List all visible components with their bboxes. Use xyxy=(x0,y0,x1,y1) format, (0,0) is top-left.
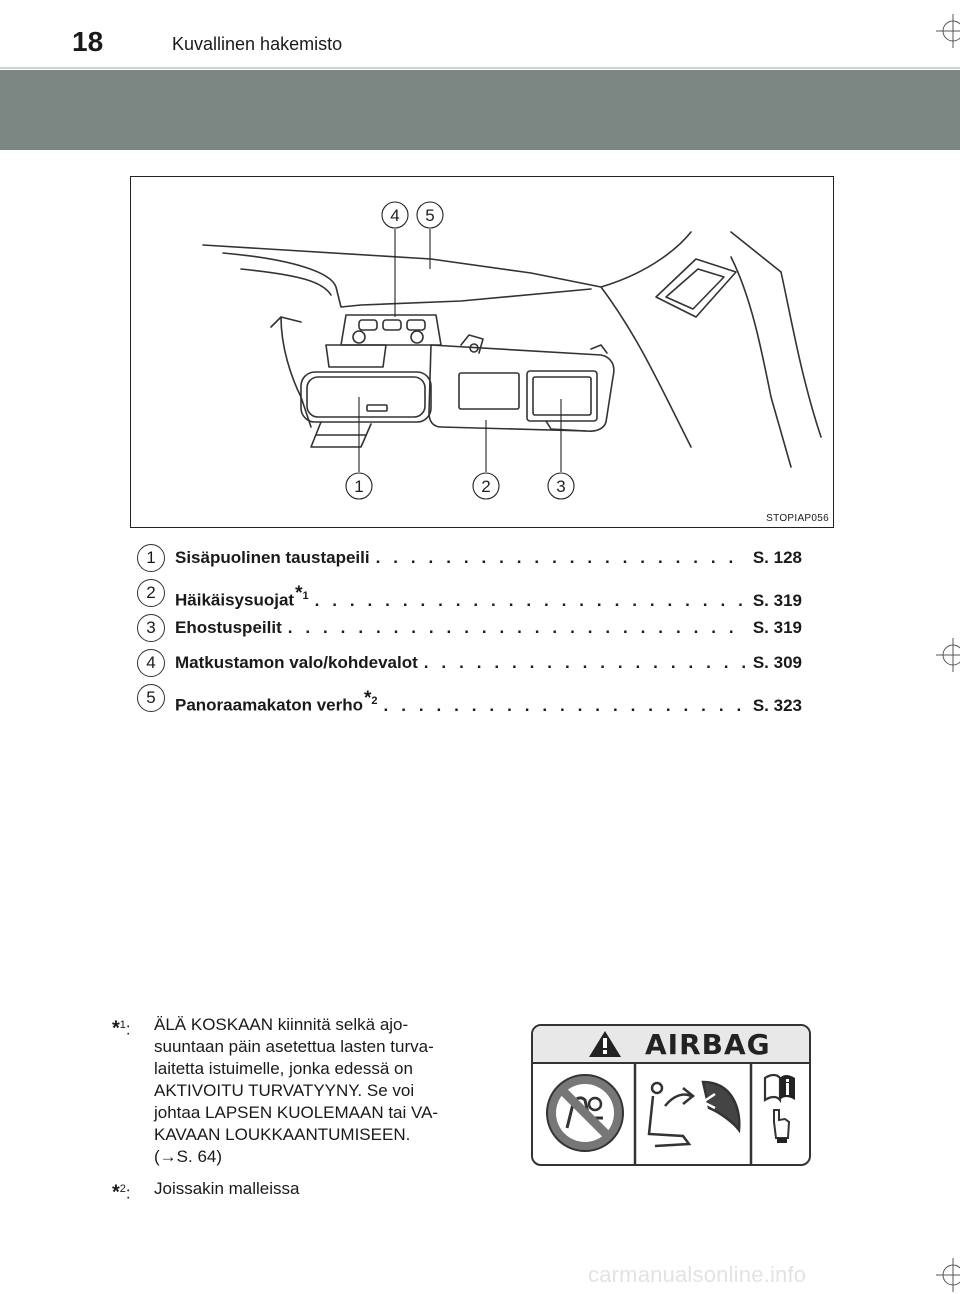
item-number: 3 xyxy=(137,614,165,642)
callout-1: 1 xyxy=(345,472,373,500)
svg-text:2: 2 xyxy=(481,477,490,496)
dot-leader xyxy=(288,618,747,638)
registration-mark-icon xyxy=(936,1258,960,1292)
page-reference[interactable]: S. 319 xyxy=(752,590,802,610)
footnote-ref: 1 xyxy=(302,590,309,602)
index-list: 1 Sisäpuolinen taustapeili S. 128 2 Häik… xyxy=(137,542,802,717)
footnote-line: johtaa LAPSEN KUOLEMAAN tai VA- xyxy=(154,1103,439,1122)
airbag-warning-label: AIRBAG xyxy=(531,1024,811,1166)
footnote-line: suuntaan päin asetettua lasten turva- xyxy=(154,1037,434,1056)
header-gray-band xyxy=(0,70,960,150)
item-label: Panoraamakaton verho*2 xyxy=(175,688,378,715)
item-number: 5 xyxy=(137,684,165,712)
footnote-mark: *1: xyxy=(112,1017,131,1040)
registration-mark-icon xyxy=(936,14,960,48)
footnote-line: Joissakin malleissa xyxy=(154,1179,300,1198)
footnote-page-link[interactable]: (→S. 64) xyxy=(154,1147,223,1166)
seat-airbag-deploy-icon xyxy=(647,1080,741,1148)
footnote-line: AKTIVOITU TURVATYYNY. Se voi xyxy=(154,1081,415,1100)
svg-text:5: 5 xyxy=(425,206,434,225)
footnote-1: *1: ÄLÄ KOSKAAN kiinnitä selkä ajo- suun… xyxy=(112,1014,512,1168)
page-reference[interactable]: S. 309 xyxy=(752,653,802,672)
read-manual-icon xyxy=(763,1073,795,1143)
index-item: 5 Panoraamakaton verho*2 S. 323 xyxy=(137,682,802,717)
footnote-mark: *2: xyxy=(112,1181,131,1204)
no-rear-facing-child-seat-icon xyxy=(546,1074,624,1152)
interior-illustration: 4 5 1 2 3 STOPIAP056 xyxy=(130,176,834,528)
item-number: 2 xyxy=(137,579,165,607)
header-divider xyxy=(0,67,960,69)
index-item: 2 Häikäisysuojat*1 S. 319 xyxy=(137,577,802,612)
footnote-ref: 2 xyxy=(371,695,378,707)
dot-leader xyxy=(376,548,747,568)
item-number: 1 xyxy=(137,544,165,572)
page-reference[interactable]: S. 128 xyxy=(752,548,802,567)
page-header: 18 Kuvallinen hakemisto xyxy=(0,0,960,70)
dot-leader xyxy=(384,696,747,716)
callout-4: 4 xyxy=(381,201,409,229)
callout-2: 2 xyxy=(472,472,500,500)
item-label: Sisäpuolinen taustapeili xyxy=(175,548,370,567)
item-label: Häikäisysuojat*1 xyxy=(175,583,309,610)
footnote-line: KAVAAN LOUKKAANTUMISEEN. xyxy=(154,1125,411,1144)
index-item: 4 Matkustamon valo/kohdevalot S. 309 xyxy=(137,647,802,682)
figure-code: STOPIAP056 xyxy=(766,513,829,524)
footnotes: *1: ÄLÄ KOSKAAN kiinnitä selkä ajo- suun… xyxy=(112,1014,512,1210)
airbag-title: AIRBAG xyxy=(645,1028,771,1061)
svg-text:1: 1 xyxy=(354,477,363,496)
registration-mark-icon xyxy=(936,638,960,672)
dot-leader xyxy=(315,591,747,611)
page-number: 18 xyxy=(72,26,104,57)
svg-text:3: 3 xyxy=(556,477,565,496)
item-label: Matkustamon valo/kohdevalot xyxy=(175,653,418,672)
airbag-label-header: AIRBAG xyxy=(533,1026,809,1064)
item-label: Ehostuspeilit xyxy=(175,618,282,637)
warning-triangle-icon xyxy=(589,1031,621,1057)
section-title: Kuvallinen hakemisto xyxy=(172,34,343,54)
dot-leader xyxy=(424,653,747,673)
callout-3: 3 xyxy=(547,472,575,500)
footnote-2: *2: Joissakin malleissa xyxy=(112,1178,512,1204)
footnote-line: laitetta istuimelle, jonka edessä on xyxy=(154,1059,413,1078)
cabin-roof-drawing: 4 5 1 2 3 xyxy=(202,201,822,500)
page-reference[interactable]: S. 319 xyxy=(752,618,802,637)
index-item: 1 Sisäpuolinen taustapeili S. 128 xyxy=(137,542,802,577)
watermark: carmanualsonline.info xyxy=(588,1262,807,1287)
svg-text:4: 4 xyxy=(390,206,399,225)
airbag-pictograms xyxy=(546,1031,795,1164)
index-item: 3 Ehostuspeilit S. 319 xyxy=(137,612,802,647)
page-reference[interactable]: S. 323 xyxy=(752,695,802,715)
item-number: 4 xyxy=(137,649,165,677)
callout-5: 5 xyxy=(416,201,444,229)
footnote-line: ÄLÄ KOSKAAN kiinnitä selkä ajo- xyxy=(154,1015,409,1034)
